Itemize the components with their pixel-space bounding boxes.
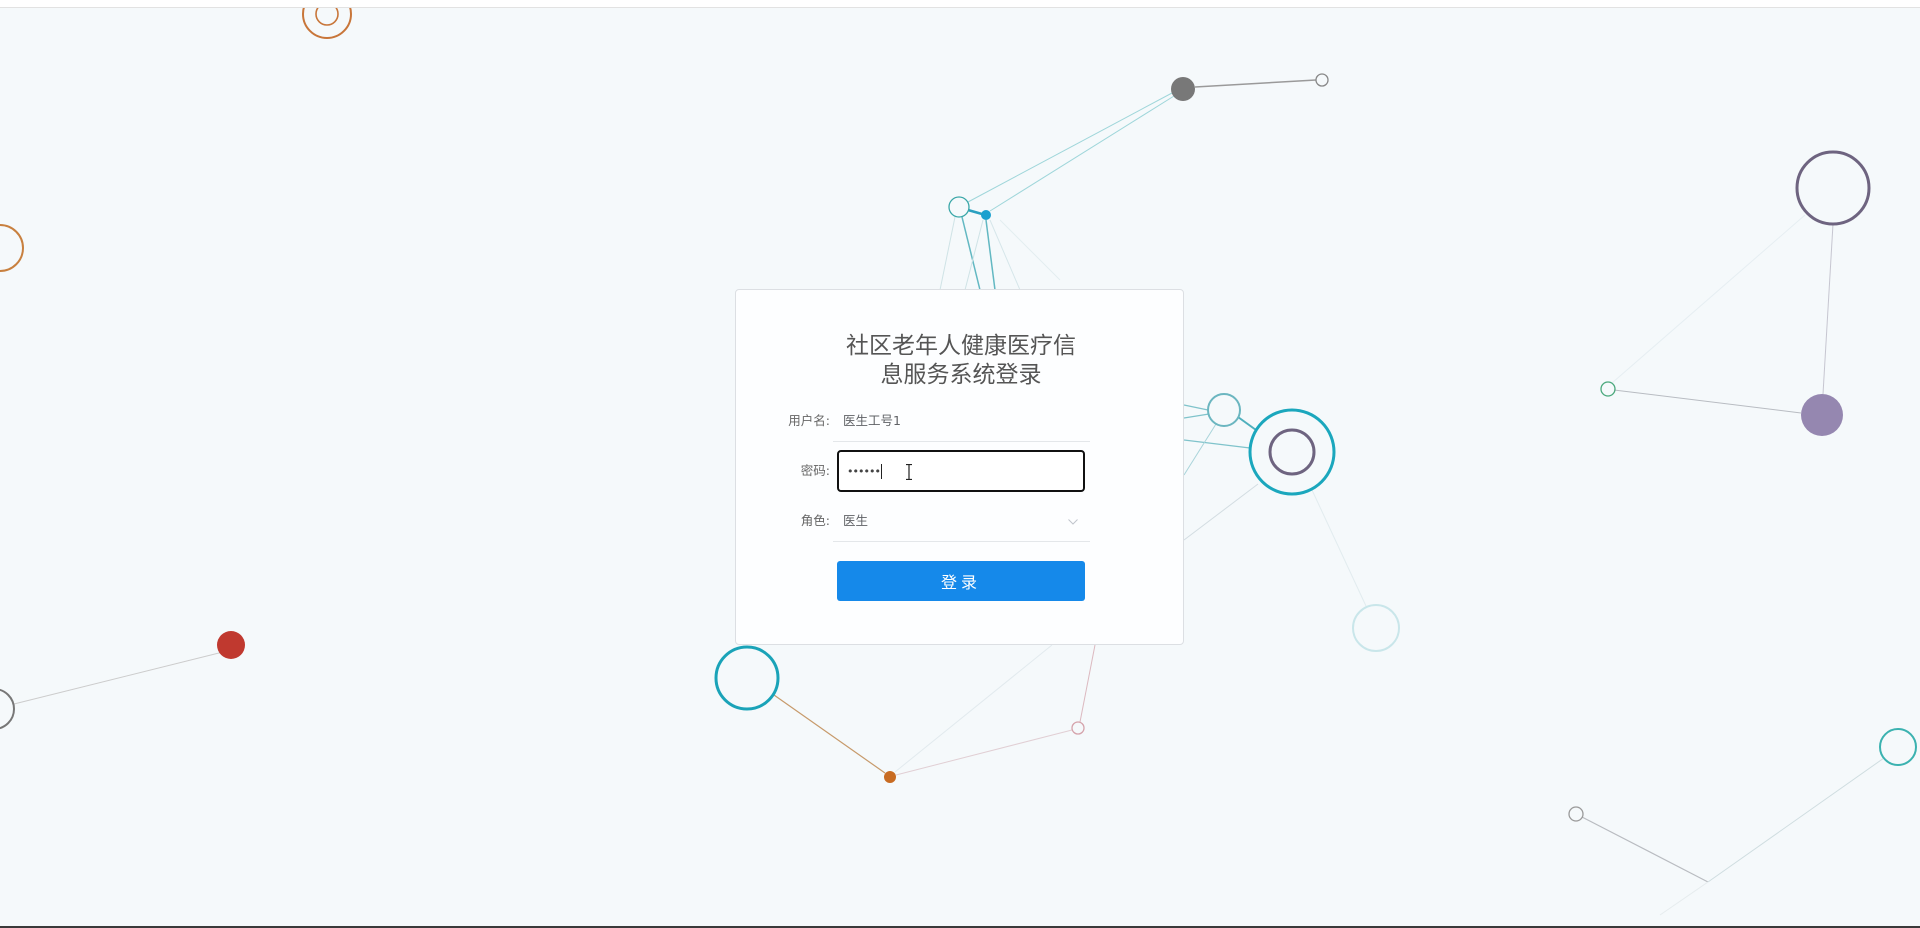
network-node-icon — [948, 196, 970, 218]
network-edge — [1183, 483, 1259, 541]
role-select[interactable]: 医生 — [833, 500, 1090, 542]
network-edge — [13, 646, 244, 705]
network-edge — [1311, 489, 1367, 607]
network-node-icon — [1879, 728, 1917, 766]
network-edge — [1822, 223, 1834, 395]
role-row: 角色: 医生 — [736, 500, 1183, 542]
network-node-icon — [1600, 381, 1616, 397]
network-edge — [1707, 757, 1885, 883]
network-edge — [1581, 816, 1709, 883]
network-node-icon — [217, 631, 245, 659]
network-edge — [964, 219, 984, 291]
network-node-icon — [1207, 393, 1241, 427]
login-button[interactable]: 登录 — [837, 561, 1085, 601]
password-masked-value: •••••• — [847, 465, 881, 478]
login-card: 社区老年人健康医疗信息服务系统登录 用户名: 医生工号1 密码: •••••• … — [735, 289, 1184, 645]
network-node-icon — [1071, 721, 1085, 735]
network-edge — [1194, 79, 1317, 88]
network-edge — [989, 219, 1021, 291]
network-edge — [985, 219, 996, 291]
chevron-down-icon[interactable] — [1066, 500, 1080, 542]
network-node-icon — [0, 688, 15, 730]
network-node-icon — [1568, 806, 1584, 822]
network-edge — [967, 208, 983, 216]
network-node-icon — [1248, 408, 1336, 496]
i-beam-cursor-icon — [906, 464, 912, 480]
network-edge — [1611, 214, 1806, 384]
role-selected-value: 医生 — [843, 513, 869, 528]
network-edge — [773, 694, 886, 774]
network-node-icon — [1795, 150, 1871, 226]
network-node-icon — [0, 224, 24, 272]
network-edge — [989, 95, 1175, 212]
network-node-icon — [1352, 604, 1400, 652]
network-edge — [1659, 881, 1709, 916]
username-input[interactable]: 医生工号1 — [833, 400, 1090, 442]
browser-top-strip — [0, 0, 1920, 8]
text-caret — [880, 464, 882, 479]
window-bottom-edge — [0, 926, 1920, 928]
username-row: 用户名: 医生工号1 — [736, 400, 1183, 442]
password-row: 密码: •••••• — [736, 450, 1183, 492]
network-edge — [1183, 404, 1209, 411]
network-edge — [894, 644, 1053, 773]
network-edge — [939, 216, 956, 291]
password-label: 密码: — [800, 463, 830, 478]
network-node-icon — [981, 210, 991, 220]
network-node-inner-ring-icon — [1268, 428, 1316, 476]
username-label: 用户名: — [788, 413, 830, 428]
network-node-icon — [884, 771, 896, 783]
network-edge — [1183, 413, 1210, 419]
password-input[interactable]: •••••• — [837, 450, 1085, 492]
network-edge — [967, 92, 1173, 203]
network-edge — [961, 216, 981, 291]
role-label: 角色: — [800, 513, 830, 528]
username-value: 医生工号1 — [843, 413, 901, 428]
network-edge — [1079, 644, 1096, 723]
network-edge — [1183, 423, 1217, 476]
network-edge — [1613, 389, 1802, 414]
network-edge — [999, 219, 1061, 281]
network-node-icon — [1171, 77, 1195, 101]
network-edge — [1183, 439, 1251, 449]
network-node-icon — [302, 0, 352, 39]
network-edge — [1237, 416, 1257, 431]
network-node-icon — [714, 645, 780, 711]
network-node-icon — [1801, 394, 1843, 436]
login-title: 社区老年人健康医疗信息服务系统登录 — [846, 333, 1076, 388]
network-node-icon — [1315, 73, 1329, 87]
network-edge — [895, 729, 1073, 776]
